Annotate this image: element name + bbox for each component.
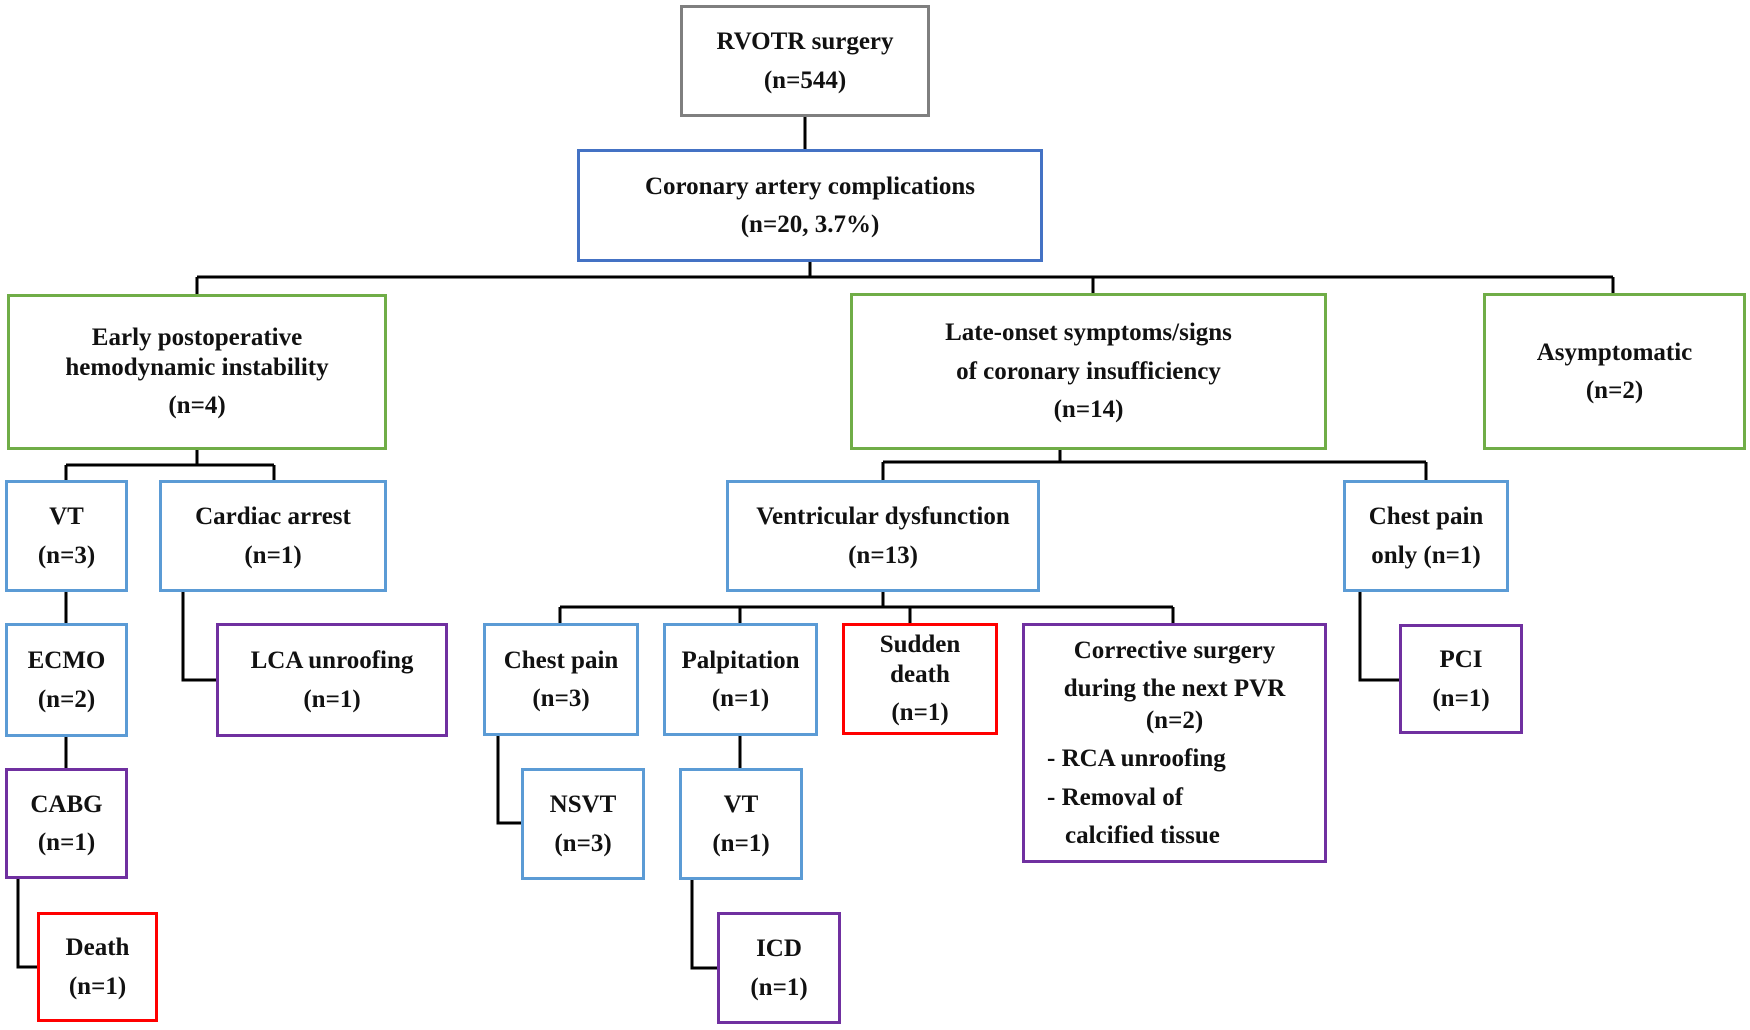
node-count: only (n=1) (1371, 541, 1481, 569)
node-count: (n=2) (1585, 377, 1644, 404)
node-nsvt: NSVT (n=3) (521, 768, 645, 880)
node-palpitation: Palpitation (n=1) (663, 623, 818, 736)
node-label: Chest pain (1368, 503, 1484, 530)
node-label: Early postoperative (91, 324, 303, 352)
node-count: (n=544) (763, 66, 847, 94)
node-label: during the next PVR (1063, 675, 1286, 702)
node-vt-late: VT (n=1) (679, 768, 803, 880)
node-label: Asymptomatic (1536, 338, 1693, 366)
node-lca-unroofing: LCA unroofing (n=1) (216, 623, 448, 737)
node-count: (n=4) (168, 392, 226, 420)
node-bullet-removal: - Removal of (1047, 783, 1184, 811)
node-label: hemodynamic instability (65, 353, 329, 381)
node-pci: PCI (n=1) (1399, 624, 1523, 734)
connector-cardiacarrest-lca (181, 592, 216, 682)
node-label: death (890, 660, 950, 688)
node-label: ECMO (27, 647, 106, 674)
node-cabg: CABG (n=1) (5, 768, 128, 879)
node-early-instability: Early postoperative hemodynamic instabil… (7, 294, 387, 450)
node-asymptomatic: Asymptomatic (n=2) (1483, 293, 1746, 450)
node-icd: ICD (n=1) (717, 912, 841, 1024)
node-label: Sudden (879, 631, 961, 659)
node-chest-pain: Chest pain (n=3) (483, 623, 639, 736)
node-count: (n=1) (1432, 684, 1490, 712)
node-label: Ventricular dysfunction (756, 503, 1010, 530)
node-label: Corrective surgery (1073, 636, 1276, 664)
node-corrective-surgery: Corrective surgery during the next PVR (… (1022, 623, 1327, 863)
connector-chestpainonly-pci (1358, 592, 1399, 682)
node-chest-pain-only: Chest pain only (n=1) (1343, 480, 1509, 592)
connector-vt-icd (690, 880, 717, 970)
node-label: CABG (30, 790, 103, 818)
node-ventricular-dysfunction: Ventricular dysfunction (n=13) (726, 480, 1040, 592)
node-count: (n=2) (1145, 706, 1204, 734)
node-count: (n=20, 3.7%) (740, 211, 880, 238)
node-ecmo: ECMO (n=2) (5, 623, 128, 737)
node-sudden-death: Sudden death (n=1) (842, 623, 998, 735)
node-count: (n=1) (750, 973, 808, 1001)
node-label: Cardiac arrest (195, 503, 351, 530)
node-late-onset-symptoms: Late-onset symptoms/signs of coronary in… (850, 293, 1327, 450)
connector-late-children (881, 450, 1428, 480)
connector-vd-children (558, 592, 1175, 623)
node-bullet-calcified-tissue: calcified tissue (1065, 822, 1220, 849)
node-coronary-complications: Coronary artery complications (n=20, 3.7… (577, 149, 1043, 262)
node-label: NSVT (549, 791, 617, 818)
connector-coronary-branchline (197, 262, 1613, 279)
node-label: Coronary artery complications (644, 172, 976, 200)
node-count: (n=3) (532, 685, 590, 712)
node-count: (n=1) (711, 685, 770, 712)
node-count: (n=1) (891, 699, 949, 727)
connector-cabg-death (16, 879, 37, 969)
node-cardiac-arrest: Cardiac arrest (n=1) (159, 480, 387, 592)
connector-chestpain-nsvt (496, 736, 521, 825)
node-label: LCA unroofing (250, 647, 414, 674)
node-label: ICD (756, 935, 802, 962)
node-count: (n=1) (303, 685, 361, 713)
node-count: (n=1) (244, 541, 302, 569)
node-count: (n=1) (37, 829, 96, 856)
node-label: Death (65, 934, 130, 961)
node-label: VT (49, 503, 84, 530)
node-label: PCI (1439, 646, 1483, 673)
node-count: (n=1) (68, 972, 127, 1000)
node-label: VT (723, 791, 759, 818)
node-count: (n=3) (37, 541, 96, 569)
node-label: Palpitation (681, 646, 800, 674)
node-label: Late-onset symptoms/signs (945, 319, 1232, 347)
node-label: of coronary insufficiency (956, 357, 1221, 385)
connector-early-children (64, 449, 276, 480)
node-bullet-rca-unroofing: - RCA unroofing (1047, 745, 1226, 772)
node-label-group: Sudden death (880, 631, 961, 688)
node-count: (n=14) (1053, 396, 1124, 424)
node-count: (n=1) (712, 829, 770, 857)
node-count: (n=2) (37, 685, 96, 713)
node-count: (n=13) (848, 541, 918, 569)
node-label-group: Early postoperative hemodynamic instabil… (65, 324, 328, 381)
node-vt-early: VT (n=3) (5, 480, 128, 592)
node-rvotr-surgery: RVOTR surgery (n=544) (680, 5, 930, 117)
node-label: Chest pain (503, 646, 619, 674)
node-label: RVOTR surgery (716, 28, 894, 55)
node-death: Death (n=1) (37, 912, 158, 1022)
node-count: (n=3) (554, 829, 612, 857)
